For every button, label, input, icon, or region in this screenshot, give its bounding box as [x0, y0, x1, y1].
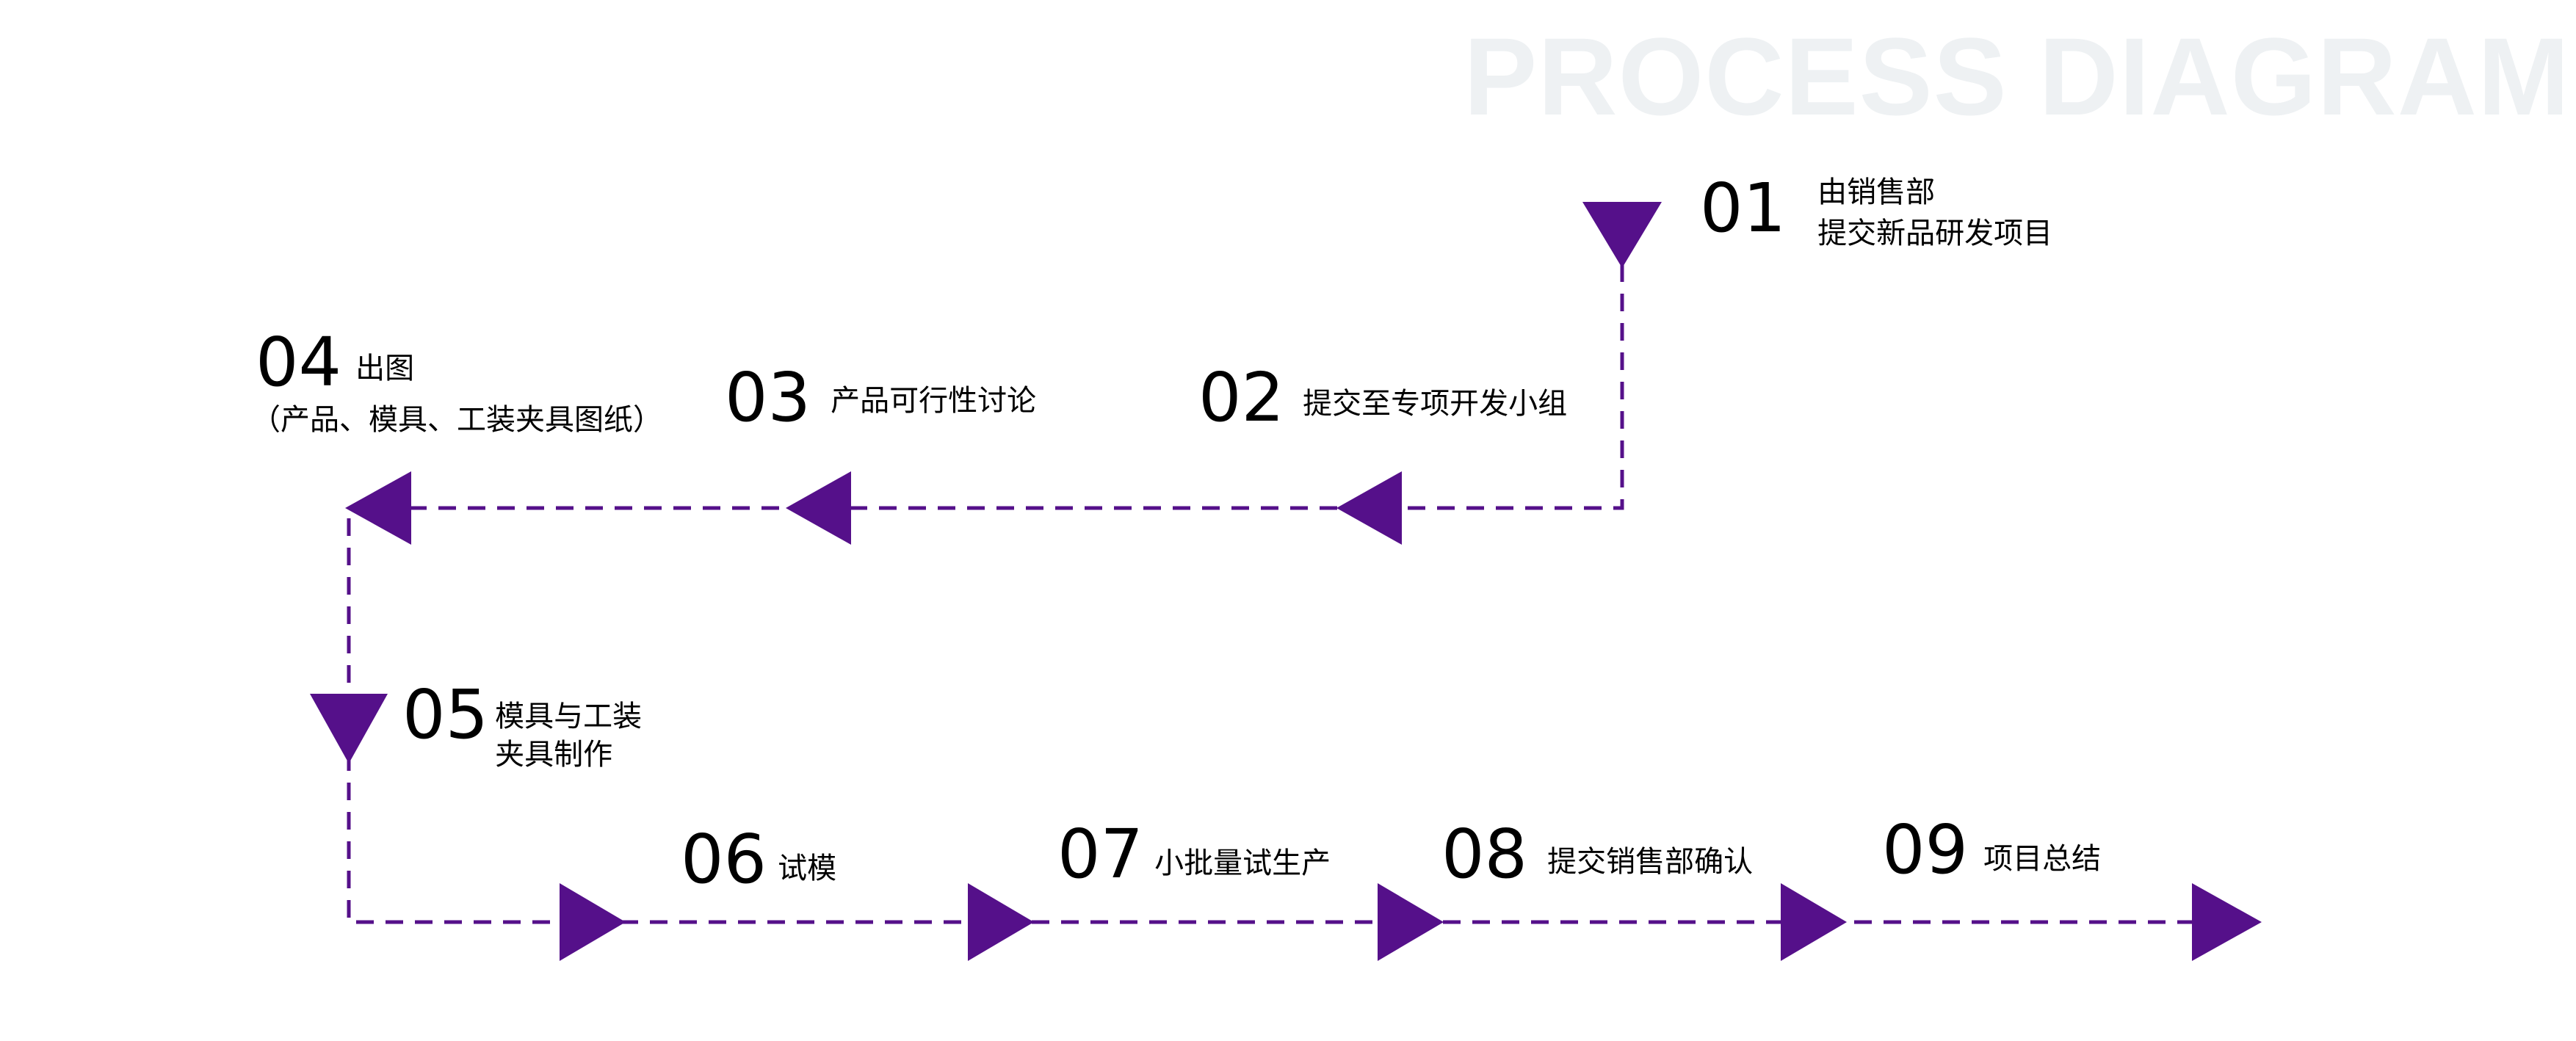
step-label: 模具与工装 夹具制作 [495, 697, 642, 774]
step-label: 项目总结 [1983, 842, 2102, 876]
step-label-line: （产品、模具、工装夹具图纸） [251, 403, 662, 437]
arrow-right-08 [1378, 883, 1444, 961]
step-02: 02 提交至专项开发小组 [1198, 364, 1567, 432]
step-08: 08 提交销售部确认 [1441, 821, 1753, 888]
arrow-left-03 [786, 471, 851, 545]
step-label-line: 模具与工装 [495, 700, 643, 733]
step-label: 由销售部 提交新品研发项目 [1817, 172, 2052, 254]
step-03: 03 产品可行性讨论 [725, 364, 1036, 432]
step-number: 04 [256, 323, 342, 402]
arrow-right-07 [968, 883, 1034, 961]
step-09: 09 项目总结 [1882, 816, 2101, 884]
step-label: 产品可行性讨论 [831, 384, 1037, 418]
arrow-down-05 [310, 694, 388, 763]
step-number: 01 [1700, 169, 1787, 247]
step-label: 出图 [355, 352, 415, 385]
step-05: 05 模具与工装 夹具制作 [402, 681, 642, 774]
step-label: 提交至专项开发小组 [1303, 387, 1568, 421]
step-label: 提交销售部确认 [1547, 845, 1754, 879]
step-label-line: 提交新品研发项目 [1817, 217, 2053, 250]
step-number: 02 [1198, 358, 1285, 437]
step-label: 试模 [778, 852, 837, 885]
arrow-right-end [2192, 883, 2262, 961]
step-06: 06 试模 [681, 826, 836, 893]
watermark-title: PROCESS DIAGRAM [1464, 15, 2570, 138]
arrow-left-02 [1336, 471, 1402, 545]
arrow-down-01 [1582, 202, 1662, 268]
step-number: 09 [1882, 810, 1969, 889]
step-label: 小批量试生产 [1154, 846, 1331, 880]
step-number: 06 [681, 820, 767, 899]
step-label-line: 由销售部 [1817, 175, 1936, 209]
step-01: 01 由销售部 提交新品研发项目 [1700, 175, 2052, 254]
arrow-right-06 [560, 883, 626, 961]
step-number: 05 [402, 675, 489, 754]
step-number: 03 [725, 358, 811, 437]
step-07: 07 小批量试生产 [1057, 821, 1331, 888]
step-number: 07 [1057, 815, 1144, 893]
step-label-line: 夹具制作 [495, 738, 613, 772]
arrow-right-09 [1781, 883, 1847, 961]
step-04: 04 出图 （产品、模具、工装夹具图纸） [251, 323, 662, 440]
arrow-left-04 [345, 471, 411, 545]
step-number: 08 [1441, 815, 1528, 893]
